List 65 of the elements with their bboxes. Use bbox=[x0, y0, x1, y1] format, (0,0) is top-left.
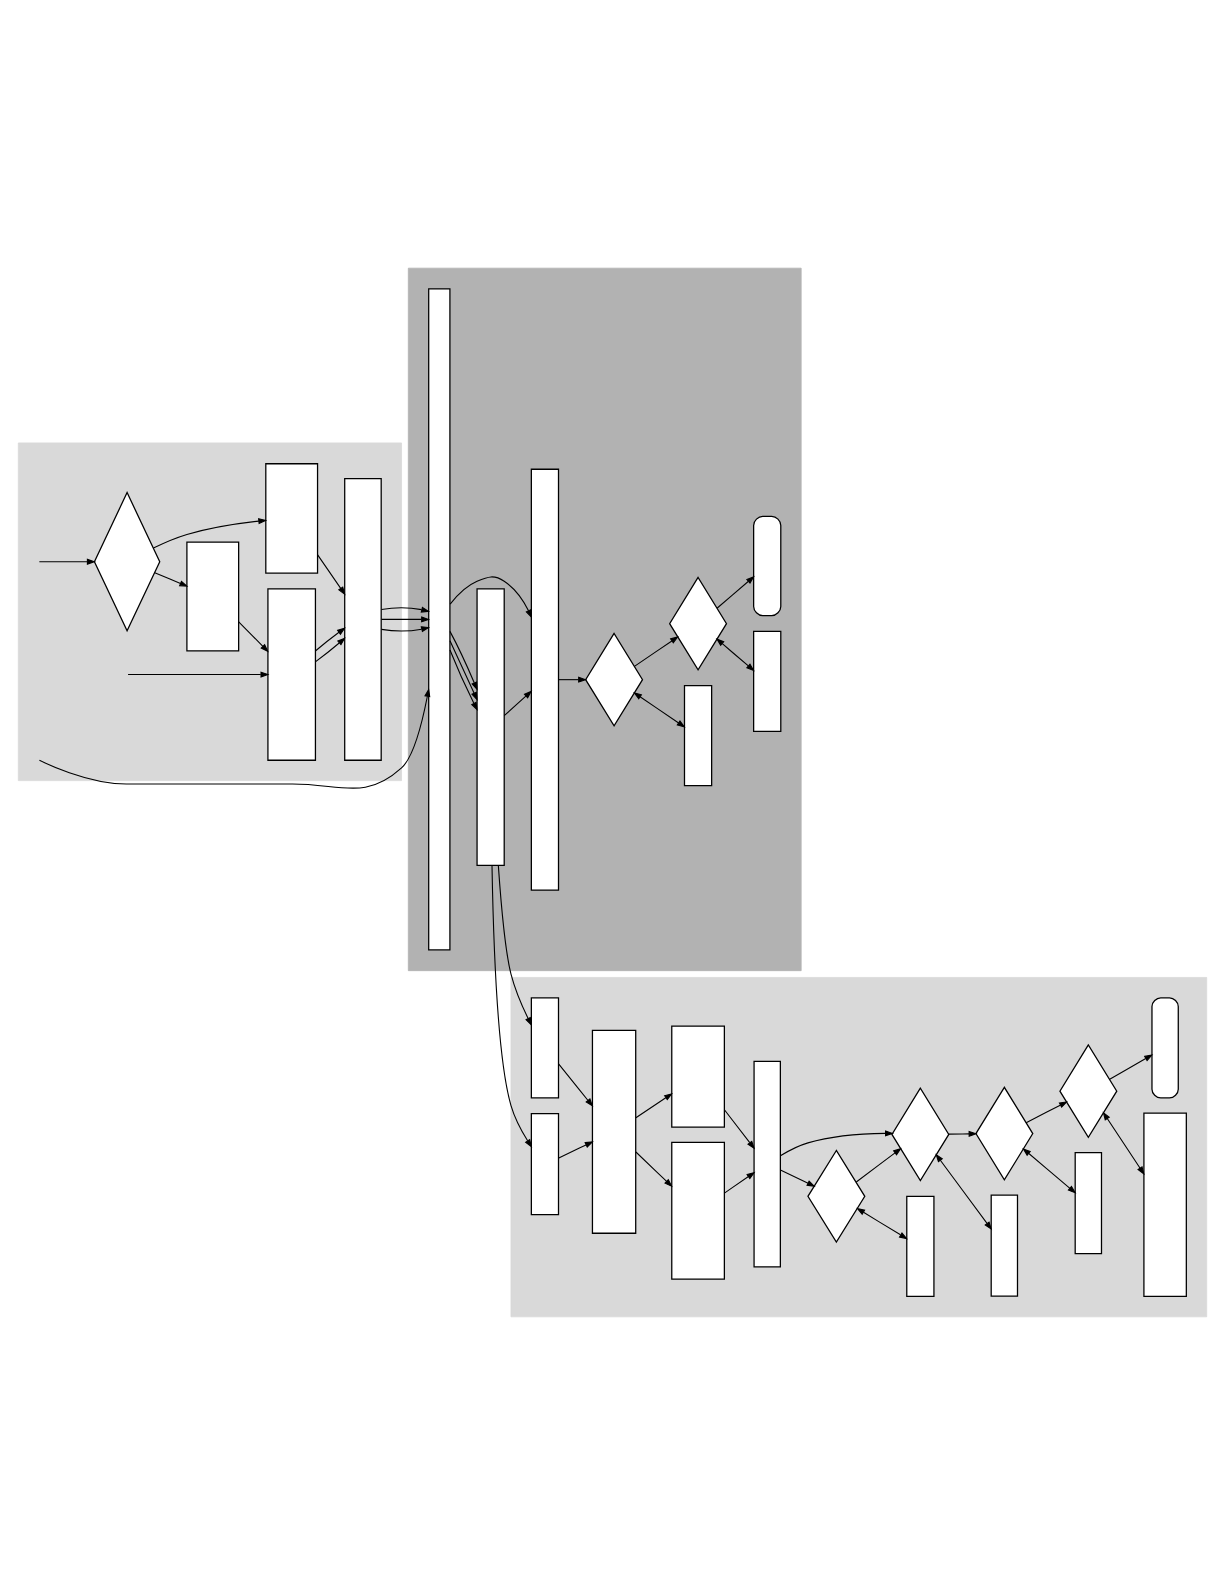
arrow bbox=[503, 690, 533, 717]
node-pill bbox=[1151, 997, 1179, 1099]
arrow bbox=[558, 1141, 594, 1159]
arrow bbox=[779, 1130, 895, 1157]
arrow bbox=[238, 621, 269, 653]
node-box bbox=[344, 477, 382, 761]
arrow bbox=[449, 649, 478, 712]
arrow bbox=[315, 637, 346, 663]
arrow bbox=[856, 1207, 908, 1240]
cluster bbox=[17, 442, 402, 782]
cluster bbox=[510, 977, 1208, 1318]
arrow bbox=[317, 554, 346, 596]
node-box bbox=[530, 997, 560, 1099]
node-box bbox=[753, 1060, 781, 1268]
node-box bbox=[671, 1025, 725, 1128]
node-box bbox=[753, 630, 782, 733]
arrow bbox=[449, 640, 478, 701]
arrow bbox=[449, 576, 533, 619]
node-pill bbox=[753, 515, 782, 617]
arrow bbox=[558, 676, 588, 683]
arrow bbox=[315, 627, 346, 652]
arrow bbox=[491, 864, 533, 1149]
node-box bbox=[671, 1141, 725, 1280]
arrow bbox=[1102, 1111, 1145, 1176]
arrow bbox=[380, 606, 431, 613]
node-box bbox=[265, 463, 319, 574]
arrow bbox=[716, 575, 755, 609]
arrow bbox=[38, 687, 431, 789]
node-box bbox=[267, 588, 317, 761]
node-box bbox=[906, 1195, 935, 1298]
arrow bbox=[635, 1093, 673, 1119]
arrow bbox=[1022, 1147, 1077, 1194]
node-box bbox=[530, 1113, 560, 1216]
arrow bbox=[723, 1171, 756, 1194]
node-box bbox=[530, 468, 560, 891]
cluster bbox=[407, 267, 802, 972]
arrow bbox=[38, 558, 96, 565]
arrow bbox=[779, 1169, 816, 1187]
arrow bbox=[935, 1153, 993, 1231]
node-diamond bbox=[93, 491, 161, 633]
node-box bbox=[683, 684, 713, 787]
node-box bbox=[1074, 1152, 1103, 1255]
arrow bbox=[635, 1151, 673, 1188]
arrow bbox=[127, 671, 270, 678]
arrow bbox=[855, 1147, 902, 1183]
arrow bbox=[948, 1130, 978, 1138]
arrow bbox=[154, 572, 189, 587]
node-box bbox=[591, 1029, 637, 1234]
arrow bbox=[380, 626, 431, 633]
node-box bbox=[476, 588, 505, 867]
arrow bbox=[715, 638, 755, 672]
arrow bbox=[449, 630, 478, 691]
arrow bbox=[380, 616, 431, 623]
node-box bbox=[1143, 1112, 1187, 1298]
arrow bbox=[723, 1109, 756, 1150]
arrow bbox=[633, 636, 679, 667]
arrow bbox=[152, 518, 268, 549]
node-box bbox=[186, 541, 240, 652]
arrow bbox=[558, 1063, 594, 1108]
node-box bbox=[428, 288, 451, 951]
arrow bbox=[1109, 1054, 1154, 1080]
arrow bbox=[497, 865, 532, 1027]
arrow bbox=[1025, 1101, 1069, 1124]
node-box bbox=[990, 1194, 1019, 1297]
arrow bbox=[633, 692, 686, 728]
